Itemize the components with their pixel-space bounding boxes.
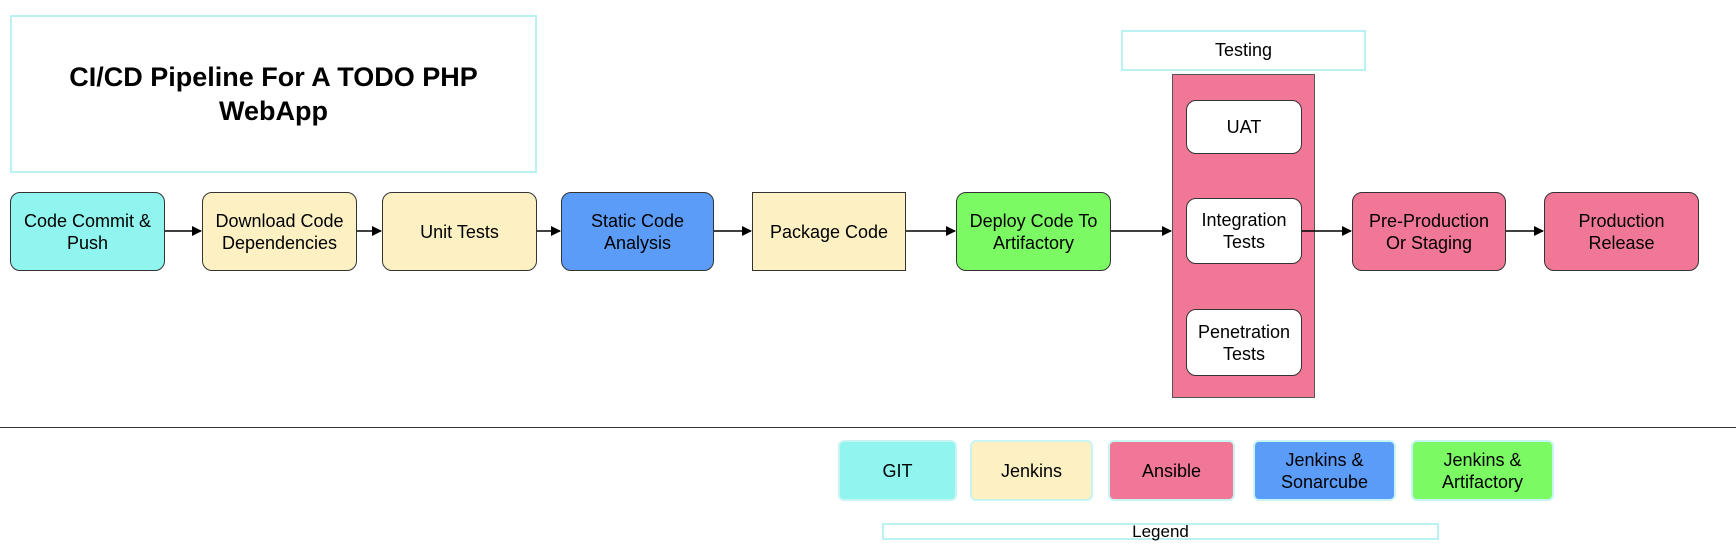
legend-jenkins-artifactory: Jenkins & Artifactory (1411, 440, 1554, 501)
node-integration-tests: Integration Tests (1186, 198, 1302, 264)
node-deploy-artifactory: Deploy Code To Artifactory (956, 192, 1111, 271)
node-unit-tests: Unit Tests (382, 192, 537, 271)
testing-label: Testing (1121, 30, 1366, 71)
node-download-dependencies: Download Code Dependencies (202, 192, 357, 271)
node-pre-production: Pre-Production Or Staging (1352, 192, 1506, 271)
node-code-commit: Code Commit & Push (10, 192, 165, 271)
node-production-release: Production Release (1544, 192, 1699, 271)
node-package-code: Package Code (752, 192, 906, 271)
legend-git: GIT (838, 440, 957, 501)
node-penetration-tests: Penetration Tests (1186, 309, 1302, 376)
node-uat: UAT (1186, 100, 1302, 154)
legend-ansible: Ansible (1108, 440, 1235, 501)
legend-divider (0, 427, 1736, 428)
title-box: CI/CD Pipeline For A TODO PHP WebApp (10, 15, 537, 173)
legend-label: Legend (882, 523, 1439, 540)
legend-jenkins-sonarcube: Jenkins & Sonarcube (1253, 440, 1396, 501)
node-static-code-analysis: Static Code Analysis (561, 192, 714, 271)
legend-jenkins: Jenkins (970, 440, 1093, 501)
diagram-title: CI/CD Pipeline For A TODO PHP WebApp (69, 62, 478, 126)
